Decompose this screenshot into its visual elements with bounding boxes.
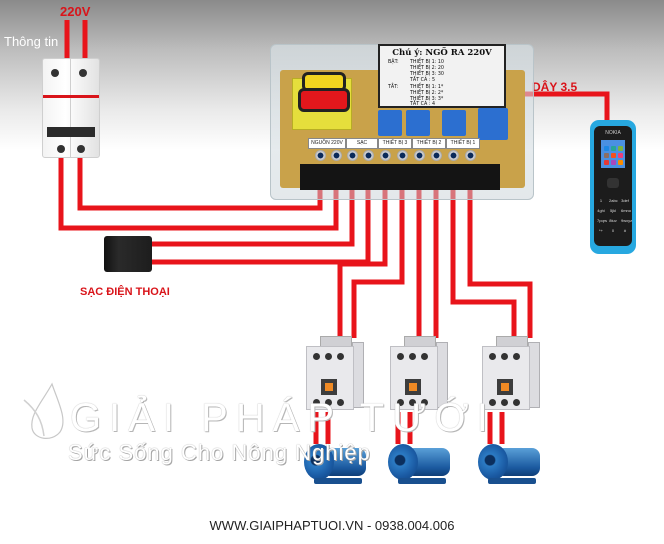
relay (442, 110, 466, 136)
notice-off-row: THIẾT BỊ 1: 1* (410, 85, 444, 90)
terminal-screw-icon (380, 150, 391, 161)
terminal-label-device3: THIẾT BỊ 3 (378, 138, 412, 149)
wire-device1-2 (467, 176, 533, 338)
water-drop-logo-icon (23, 382, 64, 439)
watermark-slogan: Sức Sống Cho Nông Nghiệp (68, 440, 371, 465)
app-icon (611, 146, 616, 151)
phone-key: 7pqrs (597, 218, 608, 223)
audio-cable-label: DÂY 3.5 (532, 80, 578, 94)
app-icon (611, 160, 616, 165)
contactor-indicator (497, 379, 513, 395)
notice-on-label: BẬT: (388, 60, 399, 65)
notice-label: Chú ý: NGÕ RA 220V BẬT: THIẾT BỊ 1: 10 T… (378, 44, 506, 108)
mobile-phone: NOKIA 1 2abc 3def 4ghi 5jkl 6mno 7pqrs 8… (590, 120, 636, 254)
breaker-terminal-icon (57, 145, 65, 153)
phone-charger-label: SẠC ĐIỆN THOẠI (80, 286, 170, 298)
notice-title: Chú ý: NGÕ RA 220V (392, 48, 492, 58)
phone-key: 3def (621, 198, 629, 203)
app-icon (604, 153, 609, 158)
phone-key: 5jkl (609, 208, 616, 213)
app-icon (618, 160, 623, 165)
terminal-screw-icon (315, 150, 326, 161)
phone-key: # (623, 228, 627, 233)
phone-key: 8tuv (609, 218, 617, 223)
notice-off-row: THIẾT BỊ 3: 3* (410, 97, 444, 102)
relay (406, 110, 430, 136)
breaker-terminal-icon (51, 69, 59, 77)
relay (378, 110, 402, 136)
water-pump-2 (388, 440, 452, 488)
terminal-label-device2: THIẾT BỊ 2 (412, 138, 446, 149)
contactor-device3 (306, 336, 364, 412)
app-icon (618, 153, 623, 158)
phone-key: 6mno (621, 208, 632, 213)
app-icon (604, 160, 609, 165)
terminal-label-device1: THIẾT BỊ 1 (446, 138, 480, 149)
phone-key: 1 (599, 198, 603, 203)
wire-device3-1 (337, 176, 388, 338)
contactor-indicator (405, 379, 421, 395)
terminal-screw-icon (448, 150, 459, 161)
terminal-label-charger: SẠC (346, 138, 378, 149)
terminal-screw-icon (363, 150, 374, 161)
breaker-lever (47, 127, 95, 137)
terminal-screw-icon (347, 150, 358, 161)
terminal-screw-icon (414, 150, 425, 161)
phone-key: 0 (611, 228, 615, 233)
phone-dpad (607, 178, 619, 188)
terminal-label-power: NGUỒN 220V (308, 138, 346, 149)
breaker-terminal-icon (77, 145, 85, 153)
terminal-screw-icon (397, 150, 408, 161)
phone-key: 9wxyz (621, 218, 633, 223)
watermark-brand: GIẢI PHÁP TƯỚI (70, 396, 496, 440)
terminal-screw-icon (331, 150, 342, 161)
phone-screen (601, 140, 625, 168)
contactor-indicator (321, 379, 337, 395)
circuit-breaker (42, 58, 100, 158)
notice-on-row: TẤT CẢ : 5 (410, 78, 436, 83)
wire-device3-2 (351, 176, 405, 338)
app-icon (611, 153, 616, 158)
notice-off-row: TẤT CẢ : 4 (410, 102, 436, 107)
transformer-coil-red (298, 88, 350, 112)
footer-contact[interactable]: WWW.GIAIPHAPTUOI.VN - 0938.004.006 (209, 518, 455, 533)
notice-off-label: TẮT: (388, 85, 399, 90)
wire-breaker-out-2 (58, 154, 339, 231)
phone-face: NOKIA 1 2abc 3def 4ghi 5jkl 6mno 7pqrs 8… (594, 126, 632, 246)
app-icon (604, 146, 609, 151)
breaker-terminal-icon (79, 69, 87, 77)
water-pump-3 (304, 440, 368, 488)
terminal-block (300, 164, 500, 190)
notice-on-row: THIẾT BỊ 3: 30 (410, 72, 444, 77)
phone-key: *+ (599, 228, 603, 233)
phone-charger (104, 236, 152, 272)
notice-off-row: THIẾT BỊ 2: 2* (410, 91, 444, 96)
notice-on-row: THIẾT BỊ 2: 20 (410, 66, 444, 71)
breaker-stripe (43, 95, 99, 98)
phone-brand: NOKIA (605, 130, 621, 136)
app-icon (618, 146, 623, 151)
info-label[interactable]: Thông tin (4, 34, 59, 49)
contactor-device1 (482, 336, 540, 412)
phone-key: 4ghi (597, 208, 605, 213)
breaker-divider (70, 59, 71, 157)
contactor-device2 (390, 336, 448, 412)
relay (478, 108, 508, 140)
wire-device1-1 (450, 176, 517, 338)
water-pump-1 (478, 440, 542, 488)
notice-on-row: THIẾT BỊ 1: 10 (410, 60, 444, 65)
terminal-screw-icon (465, 150, 476, 161)
wire-audio-3-5 (512, 91, 610, 122)
phone-key: 2abc (609, 198, 618, 203)
power-source-label: 220V (60, 4, 91, 19)
terminal-screw-icon (431, 150, 442, 161)
